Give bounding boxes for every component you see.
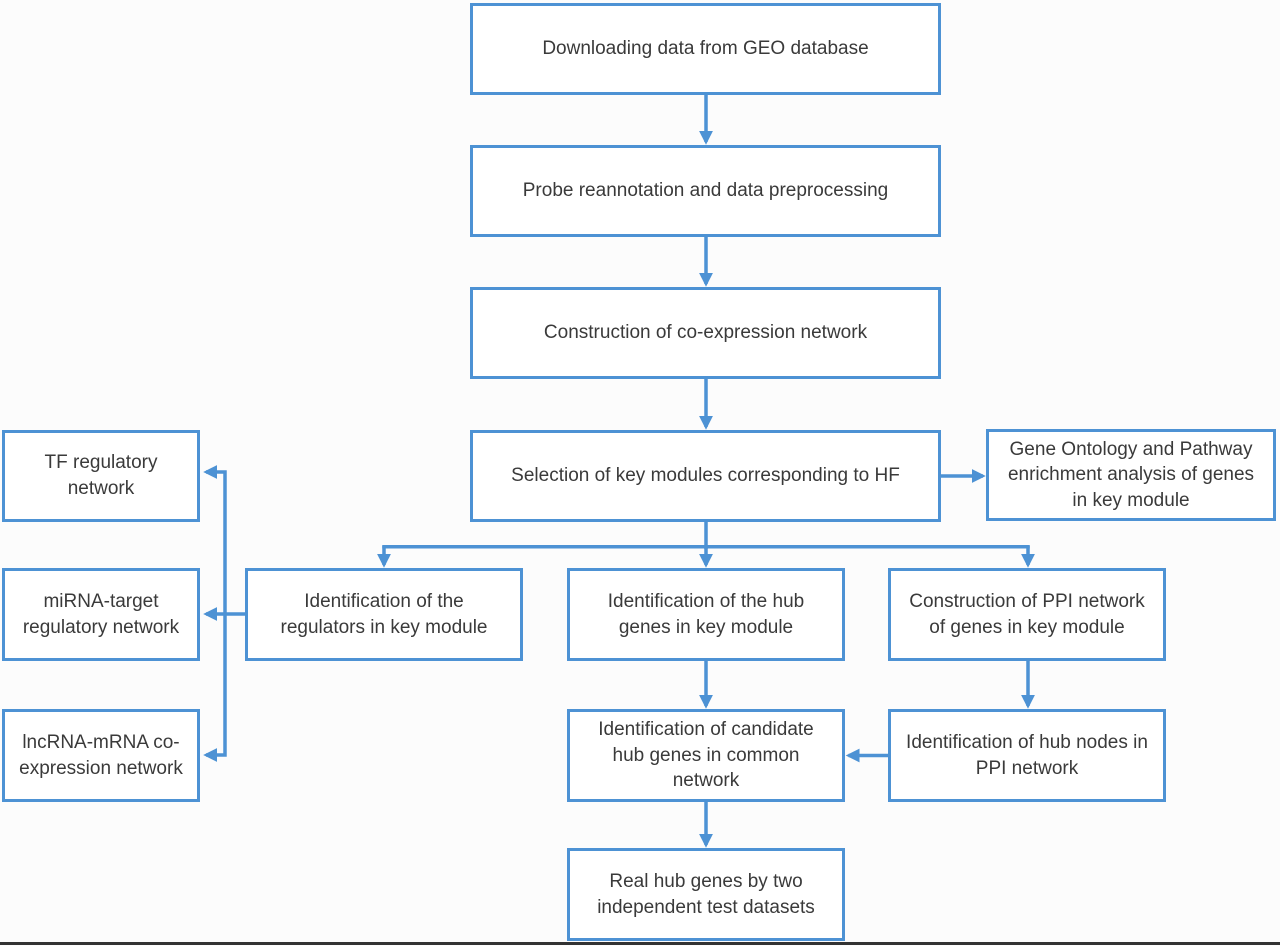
flow-node-hub-genes-identification: Identification of the hub genes in key m… bbox=[567, 568, 845, 661]
arrow-regulators-to-tf bbox=[203, 465, 227, 614]
flow-node-candidate-hub-genes: Identification of candidate hub genes in… bbox=[567, 709, 845, 802]
flow-node-go-pathway-enrichment: Gene Ontology and Pathway enrichment ana… bbox=[986, 429, 1276, 521]
figure-bottom-rule bbox=[0, 942, 1280, 945]
flow-node-lncrna-mrna-network: lncRNA-mRNA co- expression network bbox=[2, 709, 200, 802]
flow-node-probe-reannotation: Probe reannotation and data preprocessin… bbox=[470, 145, 941, 237]
flow-node-regulators-identification: Identification of the regulators in key … bbox=[245, 568, 523, 661]
flow-node-key-module-selection: Selection of key modules corresponding t… bbox=[470, 430, 941, 522]
flow-node-real-hub-genes: Real hub genes by two independent test d… bbox=[567, 848, 845, 941]
flow-node-geo-download: Downloading data from GEO database bbox=[470, 3, 941, 95]
flow-node-tf-regulatory-network: TF regulatory network bbox=[2, 430, 200, 522]
flow-node-coexpression-network: Construction of co-expression network bbox=[470, 287, 941, 379]
flow-node-mirna-target-network: miRNA-target regulatory network bbox=[2, 568, 200, 661]
arrow-regulators-to-lncrna bbox=[203, 614, 227, 762]
flow-node-hub-nodes-identification: Identification of hub nodes in PPI netwo… bbox=[888, 709, 1166, 802]
flow-node-ppi-network-construction: Construction of PPI network of genes in … bbox=[888, 568, 1166, 661]
